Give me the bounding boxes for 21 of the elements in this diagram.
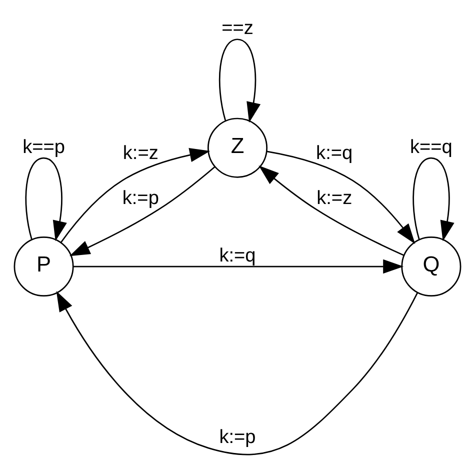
edge-label: k:=q — [218, 245, 256, 266]
arrow — [412, 157, 454, 242]
arrow — [72, 259, 404, 274]
edge-label: k:=q — [316, 143, 352, 164]
arrow — [258, 166, 404, 256]
edge-label: ==z — [221, 18, 253, 40]
node-circle: Z — [206, 118, 268, 178]
node-circle: Q — [400, 236, 461, 297]
arrow — [68, 166, 215, 256]
arrow — [266, 150, 415, 244]
arrow — [60, 148, 210, 243]
edge-label: k:=z — [316, 188, 352, 210]
edge-label: k==q — [409, 136, 452, 158]
node-circle: P — [13, 236, 74, 297]
edge-label: k==p — [22, 136, 65, 158]
edge-label: k:=p — [122, 188, 158, 210]
arrow — [24, 157, 66, 242]
edge-label: k:=z — [122, 143, 158, 164]
arrow — [56, 290, 418, 456]
arrow — [218, 38, 260, 123]
edge-label: k:=p — [218, 426, 256, 448]
